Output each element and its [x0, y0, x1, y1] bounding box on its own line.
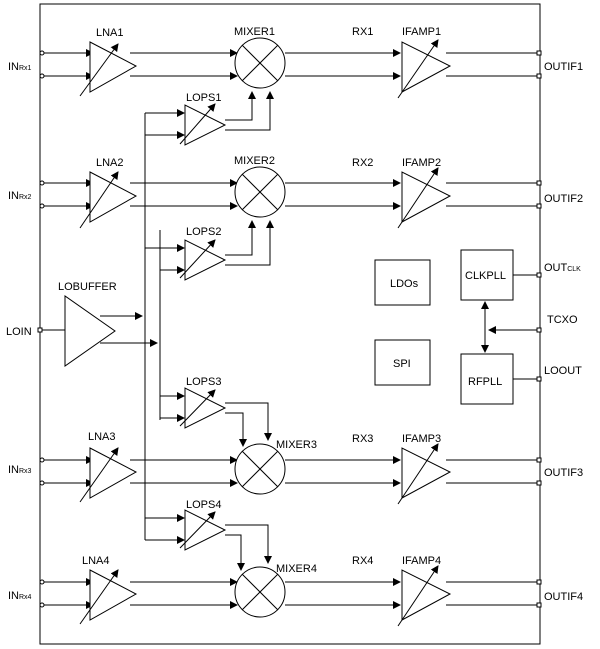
ifamp3-triangle — [401, 447, 452, 499]
channel-3 — [39, 387, 542, 505]
mixer2-label: MIXER2 — [234, 155, 275, 167]
ifamp3-label: IFAMP3 — [402, 433, 441, 445]
rx1-label: RX1 — [352, 26, 373, 38]
labels: LNA1 LNA2 LNA3 LNA4 MIXER1 MIXER2 MIXER3… — [6, 26, 583, 603]
rx3-label: RX3 — [352, 433, 373, 445]
outif4-pin: OUTIF4 — [544, 591, 583, 603]
lops3-label: LOPS3 — [186, 376, 221, 388]
lna3-triangle — [89, 447, 138, 499]
lna4-label: LNA4 — [82, 555, 110, 567]
lna1-label: LNA1 — [96, 27, 124, 39]
lobuffer-triangle — [64, 295, 116, 367]
rx4-label: RX4 — [352, 555, 373, 567]
ifamp4-label: IFAMP4 — [402, 555, 441, 567]
in-rx4-pin: INRx4 — [8, 590, 32, 602]
channel-1 — [39, 37, 542, 146]
loout-pin: LOOUT — [544, 365, 582, 377]
lna4-triangle — [89, 569, 138, 621]
lops4-triangle — [184, 509, 227, 551]
ifamp1-label: IFAMP1 — [402, 26, 441, 38]
spi-label: SPI — [393, 358, 411, 370]
spi-block — [374, 339, 431, 386]
mixer3-label: MIXER3 — [276, 439, 317, 451]
channel-2 — [39, 166, 542, 281]
lna3-label: LNA3 — [88, 431, 116, 443]
lops1-label: LOPS1 — [186, 92, 221, 104]
loin-pin: LOIN — [6, 326, 32, 338]
ldos-label: LDOs — [390, 278, 419, 290]
outif2-pin: OUTIF2 — [544, 193, 583, 205]
support-blocks — [374, 249, 542, 405]
lops2-triangle — [184, 239, 227, 281]
ifamp4-triangle — [401, 569, 452, 621]
clkpll-label: CLKPLL — [465, 270, 506, 282]
lobuffer-group — [37, 295, 116, 367]
lops3-triangle — [184, 387, 227, 429]
lna2-label: LNA2 — [96, 157, 124, 169]
mixer1-label: MIXER1 — [234, 26, 275, 38]
mixer4-label: MIXER4 — [276, 563, 317, 575]
rfpll-block — [460, 353, 514, 405]
outif1-pin: OUTIF1 — [544, 61, 583, 73]
lobuffer-label: LOBUFFER — [58, 281, 117, 293]
in-rx3-pin: INRx3 — [8, 464, 32, 476]
rfpll-label: RFPLL — [468, 376, 502, 388]
lops1-triangle — [184, 104, 227, 146]
ifamp2-triangle — [401, 171, 452, 223]
outif3-pin: OUTIF3 — [544, 467, 583, 479]
ldos-block — [374, 259, 431, 306]
in-rx2-pin: INRx2 — [8, 190, 32, 202]
lo-bus — [100, 109, 185, 544]
in-rx1-pin: INRx1 — [8, 61, 32, 73]
lops4-label: LOPS4 — [186, 499, 221, 511]
lna2-triangle — [89, 171, 138, 223]
clkpll-block — [460, 249, 514, 301]
rx2-label: RX2 — [352, 157, 373, 169]
ifamp1-triangle — [401, 41, 452, 93]
tcxo-pin: TCXO — [547, 314, 578, 326]
lna1-triangle — [89, 41, 138, 93]
chip-outline — [39, 3, 541, 645]
channel-4 — [39, 509, 542, 627]
ifamp2-label: IFAMP2 — [402, 157, 441, 169]
lops2-label: LOPS2 — [186, 226, 221, 238]
outclk-pin: OUTCLK — [544, 262, 581, 274]
